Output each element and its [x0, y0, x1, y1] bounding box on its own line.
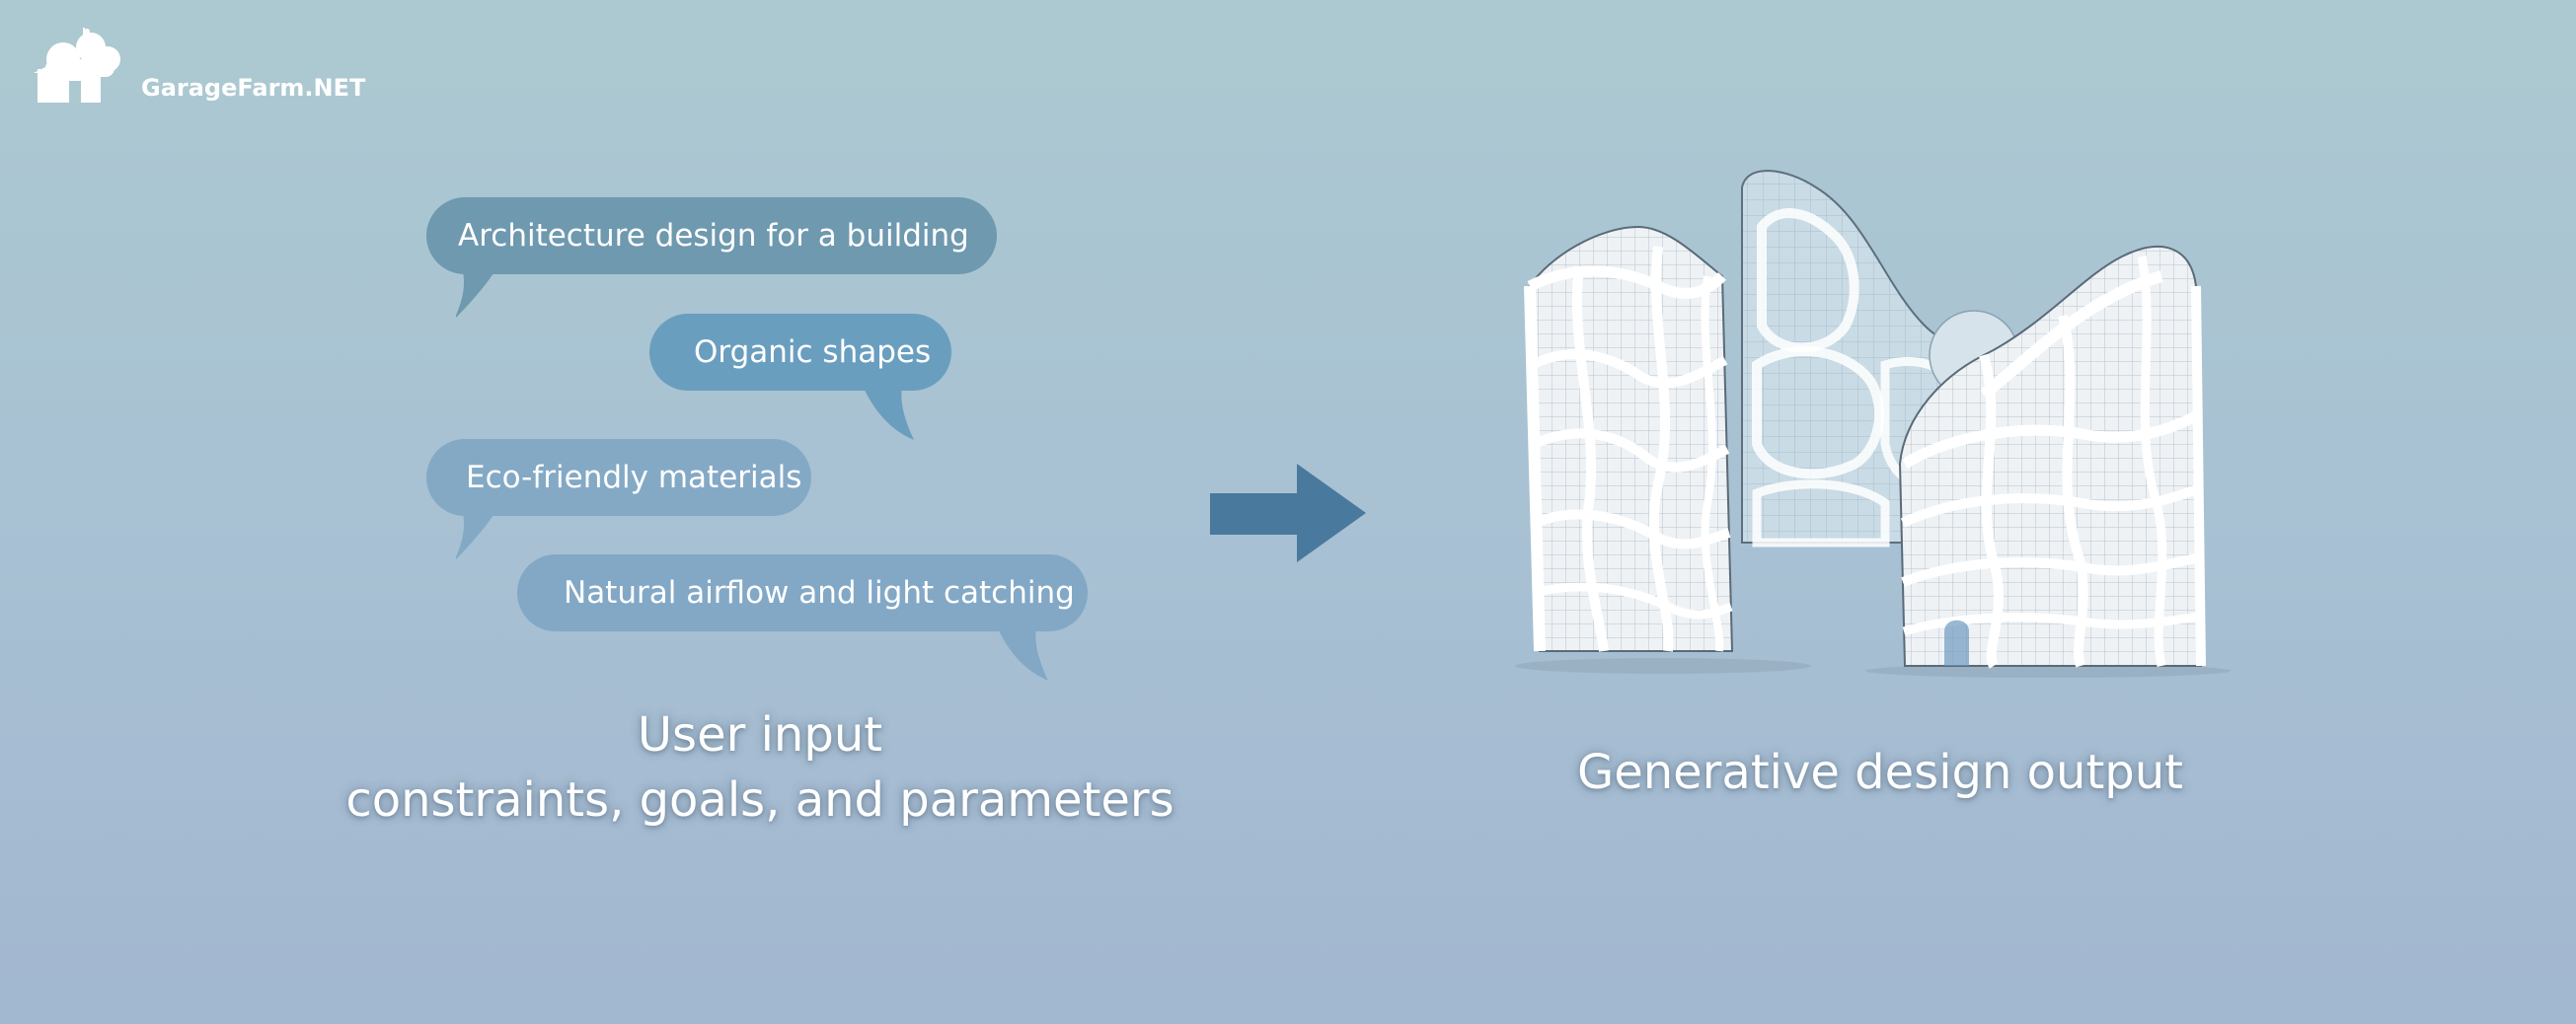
prompt-text: Natural airflow and light catching [564, 575, 1075, 611]
logo[interactable]: GarageFarm.NET [30, 26, 365, 105]
output-caption: Generative design output [1577, 745, 2183, 800]
speech-tail-icon [991, 612, 1048, 681]
prompt-text: Eco-friendly materials [466, 460, 802, 495]
prompt-bubble-organic: Organic shapes [649, 314, 951, 440]
input-caption-subtitle: constraints, goals, and parameters [345, 772, 1174, 828]
prompt-bubble-eco: Eco-friendly materials [426, 439, 811, 559]
speech-tail-icon [456, 255, 505, 318]
speech-tail-icon [857, 371, 914, 440]
prompt-text: Organic shapes [694, 334, 932, 370]
prompt-bubble-airflow: Natural airflow and light catching [517, 554, 1088, 681]
speech-tail-icon [456, 496, 505, 559]
cloud-farm-icon [34, 28, 120, 103]
organic-building-icon [1515, 170, 2231, 678]
logo-text: GarageFarm.NET [141, 74, 366, 102]
right-arrow-icon [1210, 464, 1366, 562]
input-caption: User input constraints, goals, and param… [316, 702, 1204, 833]
prompt-text: Architecture design for a building [458, 218, 969, 254]
prompt-bubble-architecture: Architecture design for a building [426, 197, 997, 318]
input-caption-title: User input [637, 707, 883, 763]
